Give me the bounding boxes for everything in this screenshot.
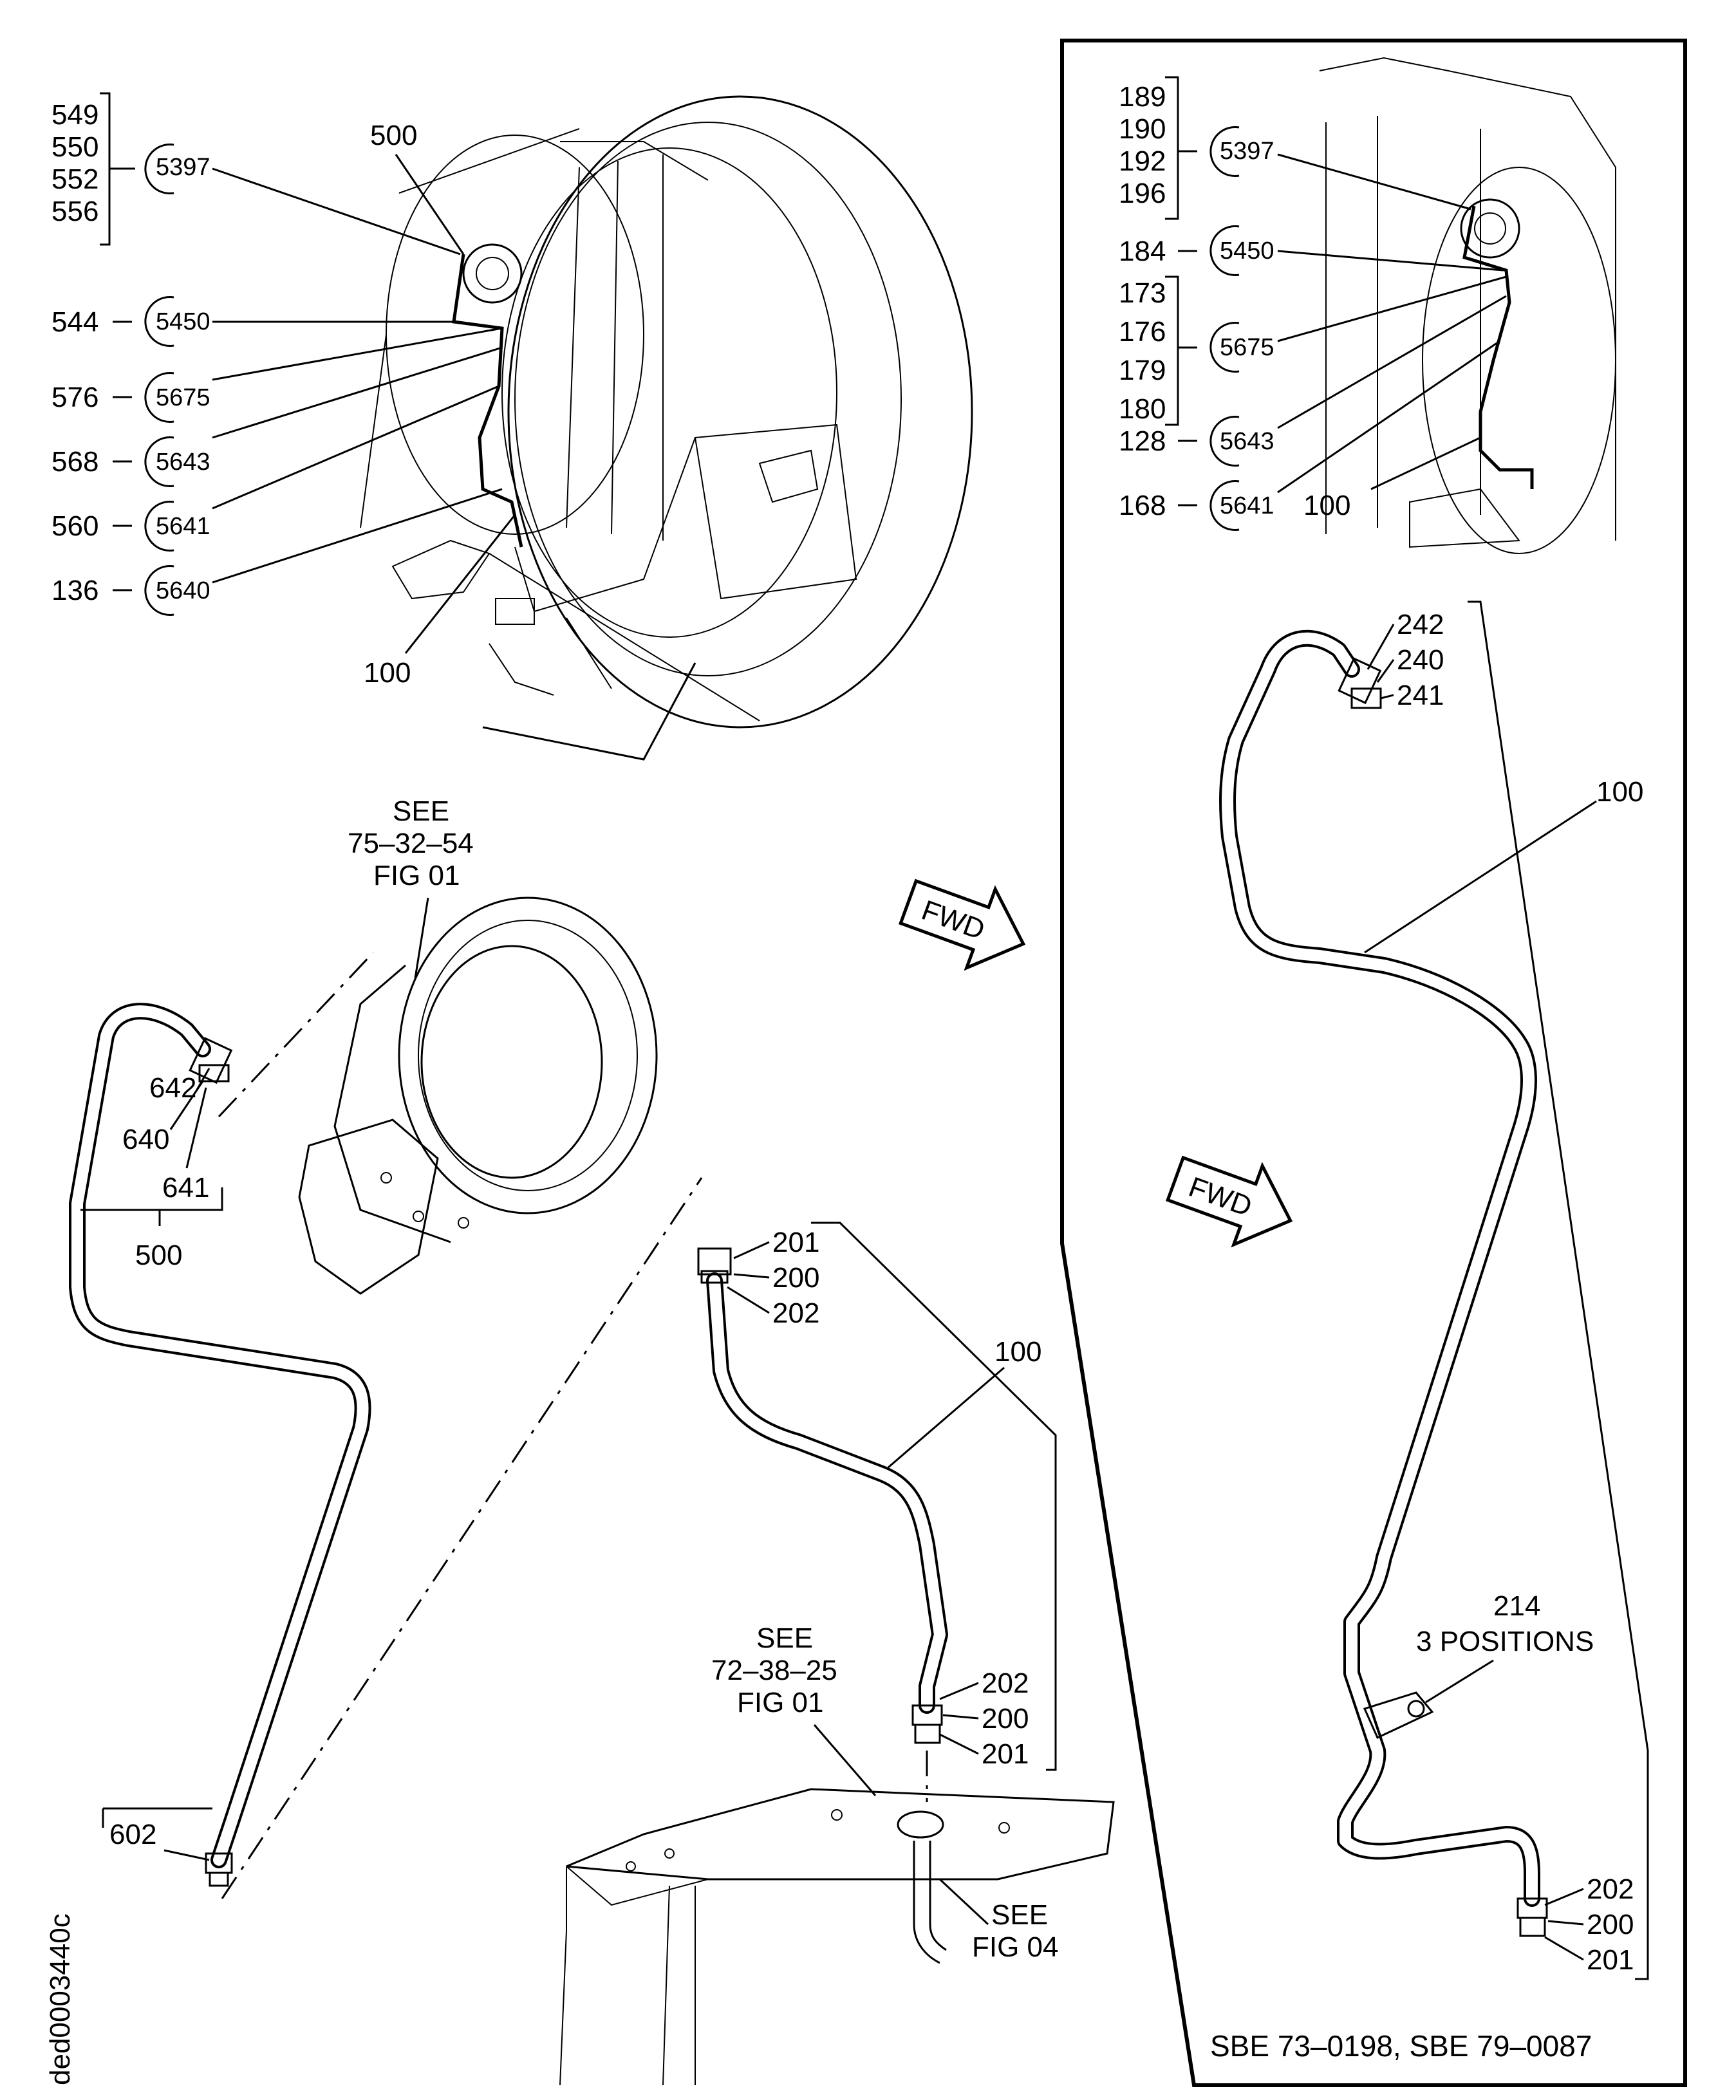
- callout-5397: 5397: [156, 154, 210, 181]
- label-640: 640: [122, 1124, 169, 1155]
- label-200-bottom: 200: [982, 1703, 1029, 1734]
- item-552: 552: [51, 163, 98, 195]
- item-556: 556: [51, 196, 98, 227]
- engine-illustration-right: [1319, 57, 1616, 554]
- label-240: 240: [1397, 644, 1444, 676]
- middle-tube-assembly: 201 200 202 100 202 200 201: [697, 1222, 1057, 1802]
- right-engine-callouts: 189 190 192 196 5397 184 5450 173 176 17…: [1119, 76, 1507, 531]
- label-641: 641: [162, 1172, 209, 1203]
- row-136: 136 5640: [51, 488, 503, 616]
- label-214: 214: [1493, 1590, 1540, 1622]
- svg-text:5641: 5641: [156, 513, 210, 540]
- label-202-right: 202: [1587, 1873, 1634, 1905]
- svg-text:72–38–25: 72–38–25: [711, 1655, 837, 1686]
- label-201-right: 201: [1587, 1944, 1634, 1976]
- item-184: 184: [1119, 236, 1166, 267]
- svg-text:544: 544: [51, 306, 98, 338]
- item-190: 190: [1119, 113, 1166, 145]
- see-ref-75-32-54: SEE 75–32–54 FIG 01: [348, 795, 474, 979]
- svg-text:75–32–54: 75–32–54: [348, 828, 474, 859]
- item-189: 189: [1119, 81, 1166, 113]
- centerline-ring: [218, 951, 375, 1118]
- left-tube-assembly: 642 640 641 500 602: [69, 1003, 703, 1899]
- fwd-arrow-1: FWD: [899, 878, 1026, 971]
- label-100-bottom: 100: [364, 657, 411, 689]
- svg-text:SEE: SEE: [991, 1899, 1048, 1931]
- mounting-plate-illustration: [559, 1788, 1115, 2086]
- item-179: 179: [1119, 355, 1166, 386]
- callout-circle-5397: [144, 144, 174, 194]
- clip-214: [1363, 1691, 1434, 1740]
- label-242: 242: [1397, 609, 1444, 640]
- combustor-ring-illustration: [298, 897, 658, 1295]
- item-176: 176: [1119, 316, 1166, 348]
- label-100-right: 100: [1596, 776, 1643, 808]
- item-196: 196: [1119, 178, 1166, 209]
- label-200-right: 200: [1587, 1909, 1634, 1940]
- svg-text:5643: 5643: [156, 449, 210, 476]
- row-544: 544 5450: [51, 296, 454, 347]
- svg-text:FIG 01: FIG 01: [737, 1687, 824, 1718]
- inset-frame: [1060, 39, 1687, 2087]
- svg-text:5450: 5450: [156, 308, 210, 335]
- svg-text:5641: 5641: [1220, 492, 1274, 519]
- right-tube-assembly: 242 240 241 100 214 3 POSITIONS 202 200 …: [1219, 600, 1649, 1980]
- label-500-assembly: 500: [135, 1240, 182, 1271]
- svg-text:576: 576: [51, 382, 98, 413]
- svg-text:5640: 5640: [156, 577, 210, 604]
- item-128: 128: [1119, 425, 1166, 457]
- label-202-bottom: 202: [982, 1668, 1029, 1699]
- row-568: 568 5643: [51, 346, 503, 487]
- svg-text:5675: 5675: [156, 384, 210, 411]
- svg-text:SEE: SEE: [756, 1622, 813, 1654]
- svg-text:136: 136: [51, 575, 98, 606]
- label-500-top: 500: [370, 120, 417, 151]
- sbe-note: SBE 73–0198, SBE 79–0087: [1210, 2029, 1592, 2063]
- svg-text:SEE: SEE: [393, 795, 449, 827]
- svg-text:568: 568: [51, 446, 98, 478]
- svg-text:FIG 04: FIG 04: [972, 1931, 1059, 1963]
- item-192: 192: [1119, 145, 1166, 177]
- label-3-positions: 3 POSITIONS: [1416, 1626, 1594, 1657]
- item-173: 173: [1119, 277, 1166, 309]
- item-550: 550: [51, 131, 98, 163]
- label-602: 602: [109, 1819, 156, 1850]
- row-560: 560 5641: [51, 385, 499, 552]
- engine-illustration-left: [360, 95, 973, 761]
- label-200-top: 200: [772, 1262, 819, 1294]
- item-549: 549: [51, 99, 98, 131]
- svg-text:FIG 01: FIG 01: [373, 860, 460, 891]
- svg-text:5450: 5450: [1220, 237, 1274, 265]
- see-ref-72-38-25: SEE 72–38–25 FIG 01: [711, 1622, 877, 1796]
- label-202-top: 202: [772, 1297, 819, 1329]
- label-241: 241: [1397, 680, 1444, 711]
- figure-id: ded0003440c: [44, 1913, 76, 2085]
- label-100-middle: 100: [994, 1336, 1041, 1368]
- label-642: 642: [149, 1072, 196, 1104]
- svg-text:5397: 5397: [1220, 138, 1274, 165]
- fwd-arrow-2: FWD: [1166, 1155, 1293, 1248]
- svg-text:5675: 5675: [1220, 334, 1274, 361]
- see-ref-fig-04: SEE FIG 04: [938, 1878, 1059, 1963]
- item-168: 168: [1119, 490, 1166, 521]
- svg-text:560: 560: [51, 510, 98, 542]
- row-576: 576 5675: [51, 327, 503, 423]
- svg-text:5643: 5643: [1220, 428, 1274, 455]
- item-180: 180: [1119, 393, 1166, 425]
- label-201-bottom: 201: [982, 1738, 1029, 1770]
- label-100-right-engine: 100: [1303, 490, 1350, 521]
- left-engine-callouts: 549 550 552 556 5397 544 5450 576 5675 5…: [51, 92, 516, 689]
- label-201-top: 201: [772, 1227, 819, 1258]
